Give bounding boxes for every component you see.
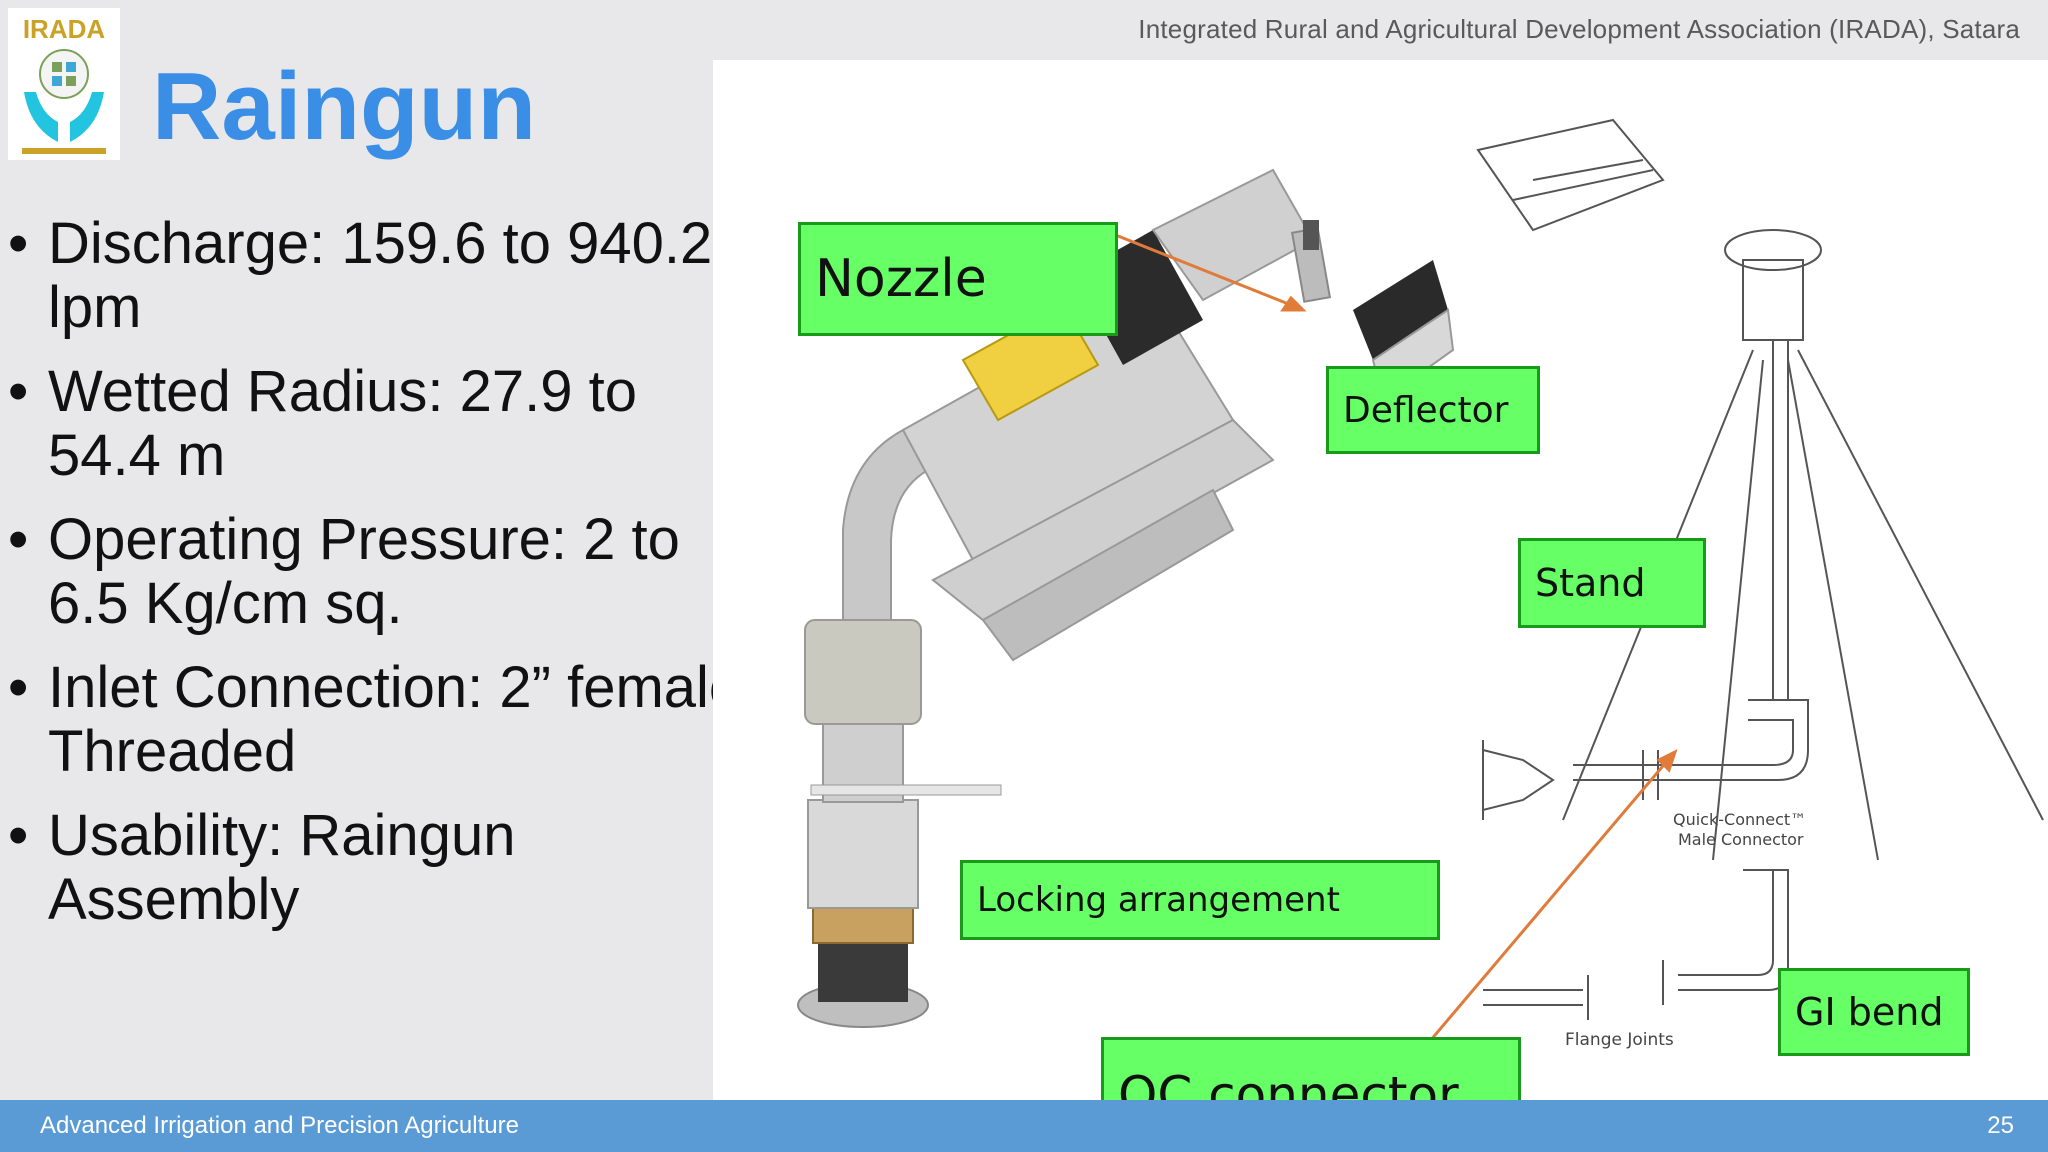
raingun-illustration: Quick-Connect™ Male Connector Flange Joi… (797, 118, 2044, 1101)
course-title: Advanced Irrigation and Precision Agricu… (40, 1112, 519, 1139)
nozzle-callout: Nozzle (798, 222, 1118, 336)
locking-arrangement-callout: Locking arrangement (960, 860, 1440, 940)
quick-connect-label: Quick-Connect™ (1673, 810, 1806, 829)
nozzle-arrowhead (1280, 295, 1307, 312)
footer-bar (0, 1100, 2048, 1152)
deflector-callout: Deflector (1326, 366, 1540, 454)
logo-icon: IRADA (22, 14, 106, 154)
slide-title: Raingun (152, 53, 536, 160)
gi-bend-callout: GI bend (1778, 968, 1970, 1056)
irada-logo: IRADA (8, 8, 120, 160)
stand-callout: Stand (1518, 538, 1706, 628)
male-connector-label: Male Connector (1678, 830, 1804, 849)
raingun-diagram-panel: Quick-Connect™ Male Connector Flange Joi… (713, 60, 2048, 1105)
logo-text: IRADA (23, 14, 106, 44)
qc-connector-arrowhead (1656, 749, 1678, 773)
organization-header: Integrated Rural and Agricultural Develo… (1138, 14, 2020, 44)
slide-number: 25 (1987, 1112, 2014, 1139)
nozzle-arrow (1097, 226, 1292, 307)
flange-joints-label: Flange Joints (1565, 1030, 1674, 1050)
